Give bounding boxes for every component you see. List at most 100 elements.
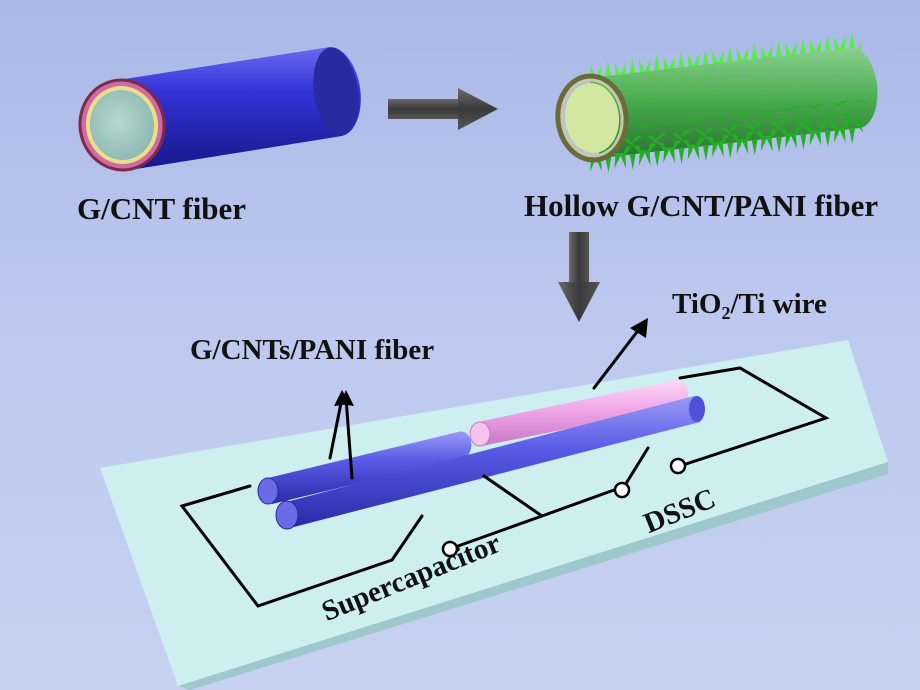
tio2-wire-label: TiO2/Ti wire bbox=[672, 290, 827, 323]
pani-spike bbox=[789, 133, 797, 149]
pani-spike bbox=[638, 150, 646, 166]
lower-fiber-far-end bbox=[689, 396, 705, 422]
pani-spike bbox=[809, 39, 817, 55]
hollow-pani-fiber-illustration bbox=[555, 32, 878, 173]
pointer-fiber-b bbox=[344, 396, 354, 480]
pani-spike bbox=[834, 36, 841, 52]
pani-spike bbox=[639, 123, 655, 129]
pani-spike bbox=[751, 43, 758, 60]
pani-spike bbox=[719, 134, 730, 149]
pani-spike bbox=[712, 50, 720, 66]
supercap-terminal bbox=[441, 540, 459, 558]
center-wire bbox=[482, 474, 544, 518]
pani-spike bbox=[760, 44, 768, 60]
pani-spike bbox=[614, 153, 622, 169]
pani-spike bbox=[667, 147, 675, 163]
pani-spike bbox=[761, 109, 777, 115]
pani-spike bbox=[840, 43, 852, 56]
pani-spike bbox=[605, 156, 612, 173]
pani-spike bbox=[805, 105, 822, 111]
pani-spike bbox=[702, 145, 709, 162]
pani-spike bbox=[741, 138, 749, 155]
gcnts-pani-fiber-upper bbox=[268, 431, 472, 504]
hollow-fiber-label: Hollow G/CNT/PANI fiber bbox=[524, 188, 879, 223]
pani-spike bbox=[621, 146, 633, 160]
fiber-device bbox=[257, 379, 705, 530]
pani-spike bbox=[719, 127, 734, 137]
pani-spike bbox=[619, 153, 627, 169]
pani-spike bbox=[848, 32, 855, 49]
pani-spike bbox=[681, 140, 693, 153]
pani-spike bbox=[635, 125, 651, 131]
pani-spike bbox=[841, 112, 856, 123]
pani-spike bbox=[830, 102, 846, 108]
pani-spike bbox=[800, 37, 807, 54]
pani-spike bbox=[663, 120, 679, 127]
pani-spike bbox=[757, 111, 773, 116]
right-arrow bbox=[388, 88, 498, 130]
pani-spike bbox=[670, 132, 685, 143]
pani-spike bbox=[653, 132, 668, 143]
pani-spike bbox=[678, 52, 685, 69]
pani-spike bbox=[751, 121, 765, 131]
pointer-fiber-a bbox=[328, 396, 344, 460]
pani-spike bbox=[852, 120, 864, 133]
pani-spike bbox=[684, 119, 700, 125]
pani-spike bbox=[809, 130, 817, 146]
hollow-fiber-core bbox=[590, 47, 878, 158]
pani-spike bbox=[659, 122, 675, 128]
pani-spike bbox=[645, 66, 657, 79]
pani-spike bbox=[785, 41, 793, 58]
pani-spike bbox=[765, 136, 773, 152]
lower-fiber-end bbox=[275, 500, 299, 530]
pani-spike bbox=[824, 130, 831, 147]
pani-spike bbox=[779, 128, 791, 142]
pani-spike bbox=[838, 127, 846, 143]
pani-spike bbox=[646, 143, 657, 157]
pani-spike bbox=[614, 61, 622, 78]
pani-spike bbox=[638, 59, 646, 75]
circuit-wiring bbox=[179, 326, 830, 608]
pointer-tio2 bbox=[592, 326, 642, 390]
dssc-right-wire bbox=[678, 366, 830, 466]
tio2-subscript: 2 bbox=[721, 303, 731, 323]
pani-spike bbox=[760, 136, 768, 152]
gcnts-pani-fiber-label: G/CNTs/PANI fiber bbox=[190, 334, 435, 366]
pani-spike bbox=[841, 120, 852, 134]
pani-spike bbox=[687, 53, 695, 69]
pani-spike bbox=[751, 139, 758, 156]
tio2-wire bbox=[478, 379, 689, 446]
pani-spike bbox=[775, 118, 790, 129]
pani-spike bbox=[736, 138, 744, 155]
gcnt-fiber-body bbox=[118, 46, 361, 170]
pani-spike bbox=[629, 153, 636, 170]
pani-spike bbox=[852, 42, 863, 56]
pani-spike bbox=[708, 116, 724, 122]
pani-spike bbox=[736, 47, 744, 63]
gcnts-pani-fiber-lower bbox=[286, 396, 705, 528]
pani-spike bbox=[692, 144, 700, 160]
pani-spike bbox=[800, 133, 807, 150]
pani-spike bbox=[702, 49, 709, 66]
pani-spike bbox=[663, 147, 671, 163]
pani-spike bbox=[834, 100, 850, 107]
pani-spike bbox=[834, 127, 841, 143]
pani-spike bbox=[785, 133, 793, 149]
pani-spike bbox=[695, 130, 709, 140]
pani-spike bbox=[702, 127, 717, 137]
pani-spike bbox=[727, 142, 734, 159]
pani-spike bbox=[792, 118, 807, 129]
pani-spike bbox=[678, 147, 685, 164]
pani-spike bbox=[768, 129, 779, 143]
pani-spike bbox=[712, 115, 728, 121]
pani-spike bbox=[629, 135, 643, 146]
arrowheads bbox=[334, 318, 648, 406]
down-arrow bbox=[558, 232, 600, 322]
pani-spike bbox=[736, 112, 752, 118]
dssc-terminal-b bbox=[669, 457, 687, 475]
pani-spike bbox=[727, 46, 734, 63]
pani-spike bbox=[792, 126, 803, 140]
supercap-left-wire bbox=[179, 484, 394, 608]
pani-spike bbox=[687, 144, 695, 160]
pani-spike bbox=[775, 40, 782, 57]
